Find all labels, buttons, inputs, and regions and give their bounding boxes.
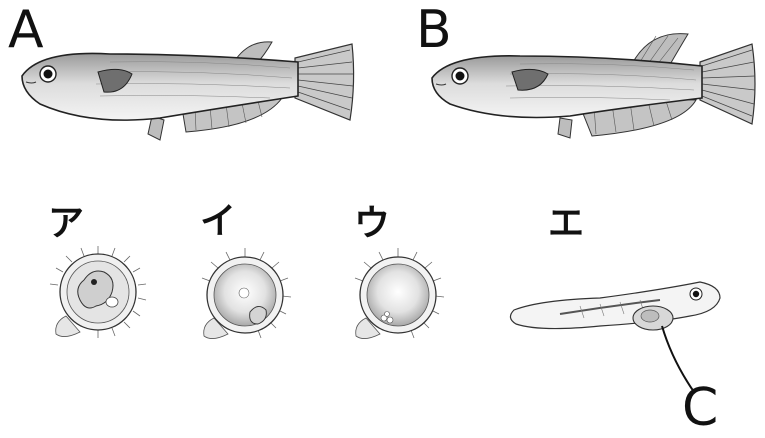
stage-e-label: エ xyxy=(548,206,584,242)
fish-b-icon xyxy=(432,34,755,138)
egg-i-icon xyxy=(202,248,291,339)
part-c-label: C xyxy=(682,382,718,434)
stage-u-label: ウ xyxy=(354,206,390,242)
stage-i-label: イ xyxy=(200,204,236,240)
fish-b-label: B xyxy=(416,4,452,56)
fish-a-label: A xyxy=(8,4,44,56)
stage-a-label: ア xyxy=(48,206,84,242)
fish-a-icon xyxy=(22,42,354,140)
larva-e-icon xyxy=(510,282,720,330)
egg-u-icon xyxy=(355,248,444,339)
egg-a-icon xyxy=(50,246,146,338)
